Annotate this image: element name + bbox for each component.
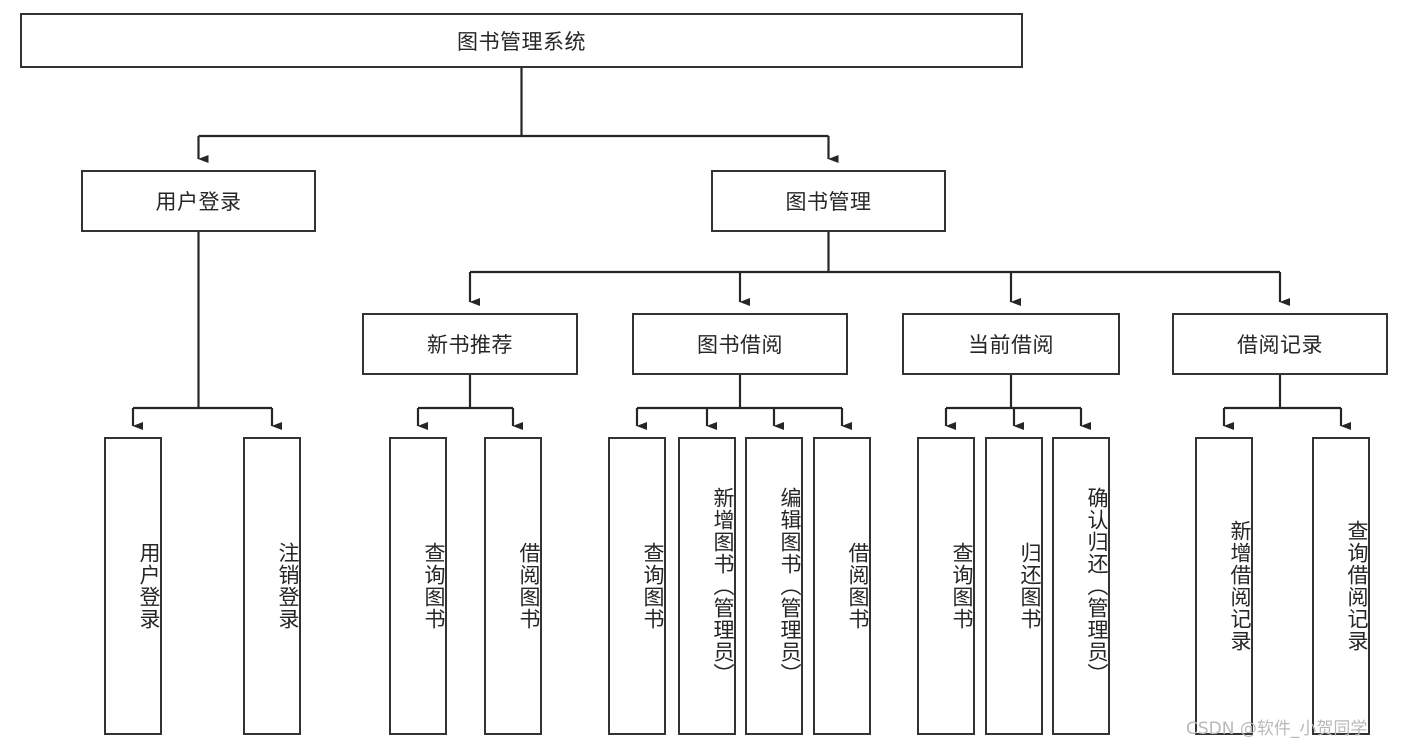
node-label: 新增图书（管理员） xyxy=(711,487,735,685)
node-label: 图书管理系统 xyxy=(457,29,586,54)
node-current[interactable]: 当前借阅 xyxy=(902,313,1120,375)
node-leaf-re-query[interactable]: 查询借阅记录 xyxy=(1312,437,1370,735)
node-leaf-user-login[interactable]: 用户登录 xyxy=(104,437,162,735)
node-label: 查询图书 xyxy=(422,542,446,630)
node-leaf-bo-query[interactable]: 查询图书 xyxy=(608,437,666,735)
node-leaf-logout[interactable]: 注销登录 xyxy=(243,437,301,735)
node-label: 当前借阅 xyxy=(968,333,1054,357)
node-leaf-nb-query[interactable]: 查询图书 xyxy=(389,437,447,735)
node-label: 新增借阅记录 xyxy=(1228,520,1252,652)
node-label: 查询借阅记录 xyxy=(1345,520,1369,652)
node-label: 借阅图书 xyxy=(517,542,541,630)
node-leaf-cu-confirm[interactable]: 确认归还（管理员） xyxy=(1052,437,1110,735)
node-label: 编辑图书（管理员） xyxy=(778,487,802,685)
node-label: 图书借阅 xyxy=(697,333,783,357)
node-label: 查询图书 xyxy=(950,542,974,630)
node-leaf-bo-edit[interactable]: 编辑图书（管理员） xyxy=(745,437,803,735)
node-newbook[interactable]: 新书推荐 xyxy=(362,313,578,375)
node-label: 图书管理 xyxy=(785,190,872,214)
node-label: 用户登录 xyxy=(137,542,161,630)
node-label: 查询图书 xyxy=(641,542,665,630)
node-leaf-nb-borrow[interactable]: 借阅图书 xyxy=(484,437,542,735)
node-label: 注销登录 xyxy=(276,542,300,630)
node-label: 新书推荐 xyxy=(427,333,513,357)
node-bookmgmt[interactable]: 图书管理 xyxy=(711,170,946,232)
node-leaf-bo-add[interactable]: 新增图书（管理员） xyxy=(678,437,736,735)
node-label: 借阅图书 xyxy=(846,542,870,630)
node-leaf-cu-return[interactable]: 归还图书 xyxy=(985,437,1043,735)
node-label: 归还图书 xyxy=(1018,542,1042,630)
node-leaf-bo-borrow[interactable]: 借阅图书 xyxy=(813,437,871,735)
node-records[interactable]: 借阅记录 xyxy=(1172,313,1388,375)
node-leaf-cu-query[interactable]: 查询图书 xyxy=(917,437,975,735)
node-leaf-re-add[interactable]: 新增借阅记录 xyxy=(1195,437,1253,735)
csdn-watermark: CSDN @软件_小贺同学 xyxy=(1186,719,1368,739)
node-label: 借阅记录 xyxy=(1237,333,1323,357)
node-root[interactable]: 图书管理系统 xyxy=(20,13,1023,68)
node-label: 用户登录 xyxy=(155,190,242,214)
node-label: 确认归还（管理员） xyxy=(1085,487,1109,685)
node-borrow[interactable]: 图书借阅 xyxy=(632,313,848,375)
node-login[interactable]: 用户登录 xyxy=(81,170,316,232)
